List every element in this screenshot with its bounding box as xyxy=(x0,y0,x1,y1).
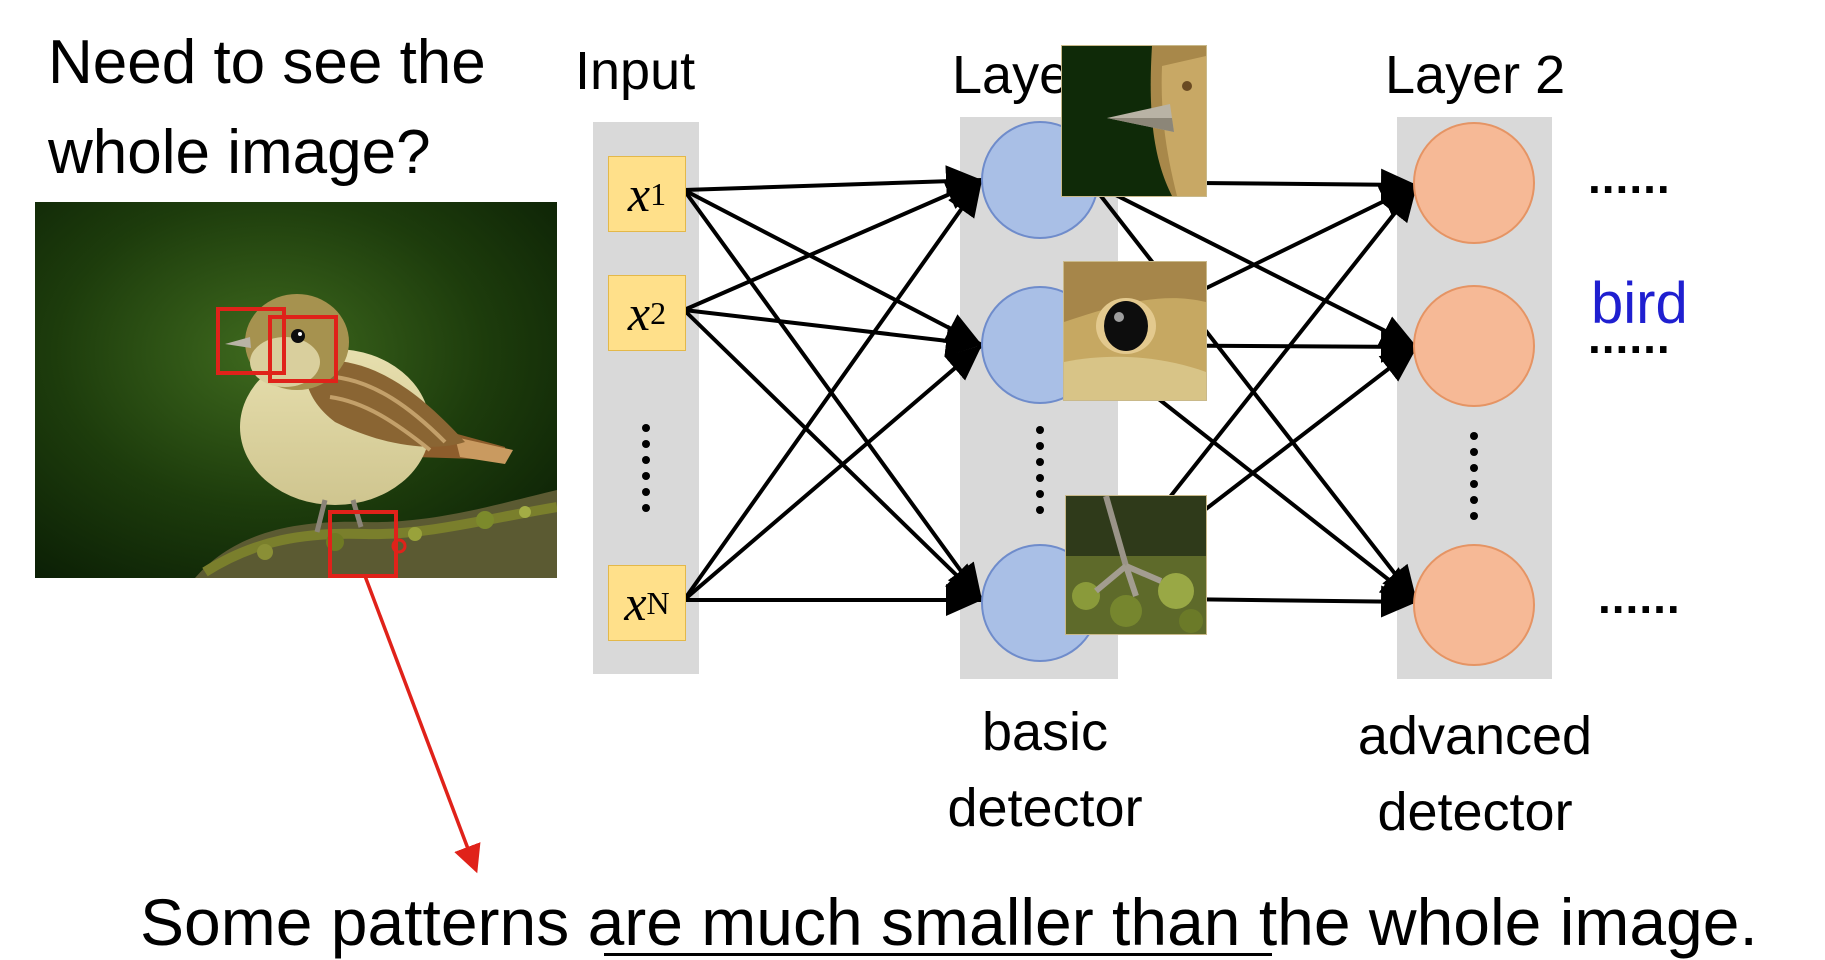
layer2-column-title: Layer 2 xyxy=(1385,45,1566,105)
input-vertical-ellipsis xyxy=(642,424,650,512)
edge xyxy=(683,188,983,347)
question-text: Need to see the whole image? xyxy=(48,18,568,198)
question-line-2: whole image? xyxy=(48,118,431,187)
question-line-1: Need to see the xyxy=(48,28,486,97)
input-to-layer1-edges xyxy=(682,165,984,616)
layer2-node-2 xyxy=(1413,285,1535,407)
input-column-title: Input xyxy=(575,41,696,101)
top-ellipsis: ...... xyxy=(1588,151,1671,203)
bird-photo xyxy=(35,202,557,578)
bottom-statement: Some patterns are much smaller than the … xyxy=(140,885,1758,959)
layer2-vertical-ellipsis xyxy=(1470,432,1478,520)
bottom-ellipsis: ...... xyxy=(1598,571,1681,623)
advanced-detector-caption: advanced detector xyxy=(1320,698,1630,850)
input-x2-var: x xyxy=(627,285,651,341)
advanced-caption-line-1: advanced xyxy=(1357,706,1593,766)
edge xyxy=(683,178,983,312)
highlight-box-eye xyxy=(268,315,338,383)
claw-crop-image xyxy=(1065,495,1207,635)
beak-crop-image xyxy=(1061,45,1207,197)
basic-caption-line-2: detector xyxy=(947,778,1143,838)
input-x2-sub: 2 xyxy=(650,294,667,331)
edge xyxy=(683,165,983,198)
input-x1-sub: 1 xyxy=(650,175,667,212)
bird-label: bird xyxy=(1591,271,1688,336)
edge xyxy=(682,178,984,602)
layer2-node-1 xyxy=(1413,122,1535,244)
middle-ellipsis: ...... xyxy=(1588,311,1671,363)
basic-caption-line-1: basic xyxy=(981,702,1109,762)
edge xyxy=(682,308,984,602)
highlight-box-beak xyxy=(216,307,286,375)
layer2-node-3 xyxy=(1413,544,1535,666)
pointer-arrow xyxy=(363,575,481,874)
input-xN-var: x xyxy=(624,575,647,631)
bottom-statement-underline xyxy=(604,953,1272,956)
eye-crop-image xyxy=(1063,261,1207,401)
highlight-box-claw xyxy=(328,510,398,578)
edge xyxy=(682,188,984,602)
edge xyxy=(682,343,984,602)
advanced-caption-line-2: detector xyxy=(1377,782,1573,842)
layer1-vertical-ellipsis xyxy=(1036,426,1044,514)
basic-detector-caption: basic detector xyxy=(900,694,1190,846)
input-xN-sub: N xyxy=(646,584,670,621)
edge xyxy=(683,308,983,357)
input-x1-var: x xyxy=(627,166,651,222)
